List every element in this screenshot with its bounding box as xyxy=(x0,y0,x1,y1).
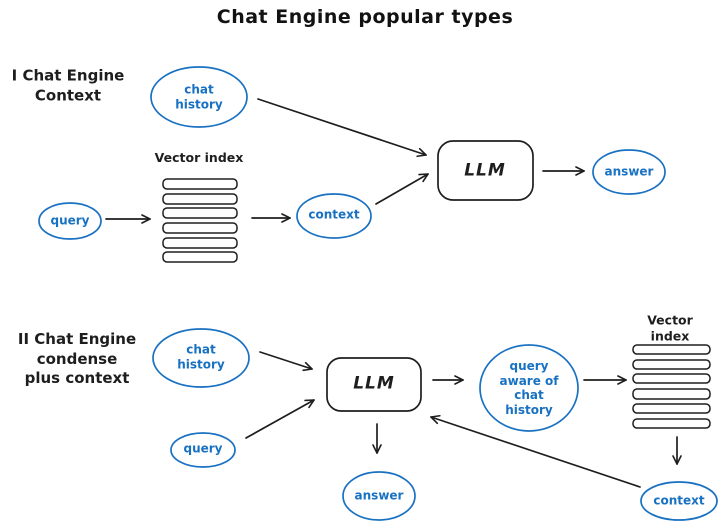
s2-chat-history-ellipse xyxy=(152,328,250,388)
s1-llm-box xyxy=(437,140,534,201)
s2-context-ellipse xyxy=(640,481,718,521)
s2-query-aware-ellipse xyxy=(479,344,579,432)
s2-query-ellipse xyxy=(170,432,236,468)
arrow-s1-context-to-llm xyxy=(375,173,429,205)
s2-vector-index-bars xyxy=(632,344,711,429)
arrow-s1-chathistory-to-llm xyxy=(257,98,427,158)
arrow-s2-context-to-llm xyxy=(430,414,641,488)
s1-query-ellipse xyxy=(38,202,102,240)
s2-llm-box xyxy=(326,357,422,412)
s1-context-ellipse xyxy=(296,193,372,239)
arrow-s2-query-to-llm xyxy=(245,399,315,439)
s1-arrows xyxy=(105,98,585,224)
arrow-s2-chathistory-to-llm xyxy=(259,351,313,372)
s1-answer-ellipse xyxy=(592,149,666,195)
s1-vector-index-bars xyxy=(162,178,238,263)
s2-answer-ellipse xyxy=(342,471,416,521)
s2-arrows xyxy=(245,351,682,488)
s1-chat-history-ellipse xyxy=(150,66,248,128)
